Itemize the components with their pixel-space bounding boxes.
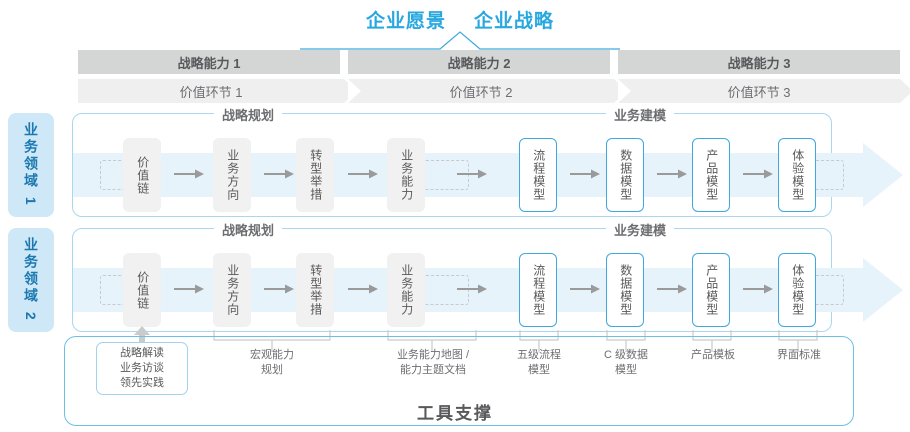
arrow-icon xyxy=(570,284,600,294)
bracket-connector xyxy=(606,330,646,352)
arrow-icon xyxy=(174,284,204,294)
top-title-group: 企业愿景 企业战略 xyxy=(300,4,620,34)
node-value-chain-2[interactable]: 价值链 xyxy=(123,253,161,327)
value-bar-row: 价值环节 1 价值环节 2 价值环节 3 xyxy=(78,79,910,103)
arrow-icon xyxy=(570,169,600,179)
vee-connector-icon xyxy=(300,31,620,50)
capability-cell-1[interactable]: 战略能力 1 xyxy=(78,50,340,74)
tool-note-macro-capability: 宏观能力规划 xyxy=(250,349,294,376)
bracket-connector xyxy=(213,330,331,352)
node-transformation-1[interactable]: 转型举措 xyxy=(296,138,334,212)
node-process-model-2[interactable]: 流程模型 xyxy=(519,253,557,327)
capability-cell-2[interactable]: 战略能力 2 xyxy=(348,50,610,74)
section-label-modeling-2: 业务建模 xyxy=(606,220,675,239)
node-business-capability-2[interactable]: 业务能力 xyxy=(387,253,425,327)
section-label-planning-1: 战略规划 xyxy=(214,105,283,124)
capability-cell-3[interactable]: 战略能力 3 xyxy=(618,50,900,74)
bracket-connector xyxy=(778,330,818,352)
section-rule-left-2 xyxy=(178,228,212,229)
value-cell-3[interactable]: 价值环节 3 xyxy=(618,79,910,103)
arrow-icon xyxy=(657,284,687,294)
domain-tab-2-label: 业务领域 2 xyxy=(23,237,39,323)
tool-note-ui-standard: 界面标准 xyxy=(777,349,821,361)
tool-note-capability-map: 业务能力地图 /能力主题文档 xyxy=(396,349,470,376)
node-product-model-2[interactable]: 产品模型 xyxy=(692,253,730,327)
tool-note-product-template: 产品模板 xyxy=(691,349,735,361)
node-business-direction-2[interactable]: 业务方向 xyxy=(213,253,251,327)
node-business-capability-1[interactable]: 业务能力 xyxy=(387,138,425,212)
arrow-icon xyxy=(457,284,487,294)
value-cell-1[interactable]: 价值环节 1 xyxy=(78,79,357,103)
section-rule-left-1b xyxy=(570,113,604,114)
section-rule-left-1 xyxy=(178,113,212,114)
arrow-icon xyxy=(348,169,378,179)
node-process-model-1[interactable]: 流程模型 xyxy=(519,138,557,212)
node-transformation-2[interactable]: 转型举措 xyxy=(296,253,334,327)
tool-note-c-level-data: C 级数据模型 xyxy=(604,349,648,376)
section-label-planning-2: 战略规划 xyxy=(214,220,283,239)
node-product-model-1[interactable]: 产品模型 xyxy=(692,138,730,212)
up-arrow-icon xyxy=(134,326,150,350)
arrow-icon xyxy=(264,169,294,179)
domain-tab-2[interactable]: 业务领域 2 xyxy=(8,228,54,332)
domain-tab-1-label: 业务领域 1 xyxy=(23,122,39,208)
arrow-icon xyxy=(743,169,773,179)
bracket-connector xyxy=(387,330,477,352)
node-data-model-1[interactable]: 数据模型 xyxy=(606,138,644,212)
node-business-direction-1[interactable]: 业务方向 xyxy=(213,138,251,212)
domain-tab-1[interactable]: 业务领域 1 xyxy=(8,113,54,217)
tool-note-five-level-process: 五级流程模型 xyxy=(517,349,561,376)
section-rule-right-1b xyxy=(680,113,714,114)
node-value-chain-1[interactable]: 价值链 xyxy=(123,138,161,212)
node-data-model-2[interactable]: 数据模型 xyxy=(606,253,644,327)
value-cell-2[interactable]: 价值环节 2 xyxy=(348,79,627,103)
node-experience-model-2[interactable]: 体验模型 xyxy=(778,253,816,327)
arrow-icon xyxy=(457,169,487,179)
section-rule-left-2b xyxy=(570,228,604,229)
section-rule-right-2b xyxy=(680,228,714,229)
tool-note-strategy-interpretation[interactable]: 战略解读业务访谈领先实践 xyxy=(96,342,188,395)
arrow-icon xyxy=(348,284,378,294)
enterprise-vision-title: 企业愿景 xyxy=(365,10,446,32)
section-rule-right-1 xyxy=(288,113,322,114)
bracket-connector xyxy=(692,330,732,352)
arrow-icon xyxy=(657,169,687,179)
node-experience-model-1[interactable]: 体验模型 xyxy=(778,138,816,212)
section-label-modeling-1: 业务建模 xyxy=(606,105,675,124)
arrow-icon xyxy=(743,284,773,294)
capability-bar-row: 战略能力 1 战略能力 2 战略能力 3 xyxy=(78,50,900,74)
arrow-icon xyxy=(264,284,294,294)
tool-support-container xyxy=(64,336,854,426)
tool-support-title: 工具支撑 xyxy=(417,404,493,423)
section-rule-right-2 xyxy=(288,228,322,229)
arrow-icon xyxy=(174,169,204,179)
bracket-connector xyxy=(519,330,559,352)
enterprise-strategy-title: 企业战略 xyxy=(474,10,555,32)
